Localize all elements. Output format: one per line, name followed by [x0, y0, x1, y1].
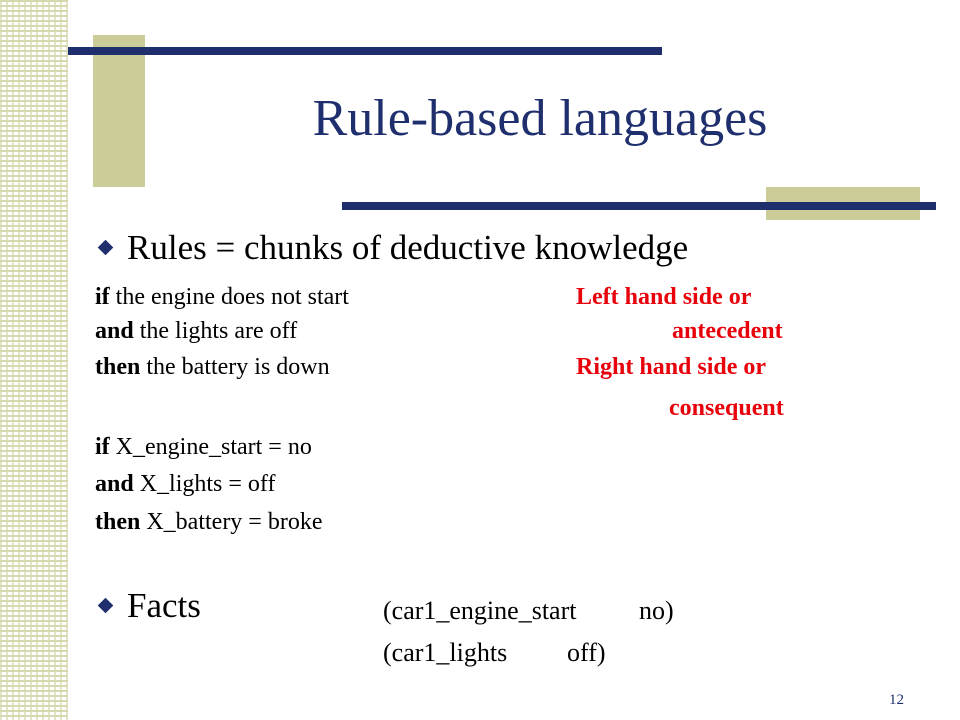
rule-text-line-2: and the lights are off — [95, 318, 297, 345]
annotation-rhs-line-1: Right hand side or — [576, 354, 767, 380]
bullet-rules: Rules = chunks of deductive knowledge — [97, 228, 689, 268]
bullet-facts: Facts — [97, 586, 201, 626]
tan-block-vertical — [93, 35, 145, 187]
fact-1-name: (car1_engine_start — [383, 596, 577, 625]
navy-bar-top — [68, 47, 662, 55]
rule-text-line-3-body: the battery is down — [140, 354, 330, 380]
rule-var-line-1-body: X_engine_start = no — [109, 434, 312, 460]
rule-var-line-2-body: X_lights = off — [133, 471, 276, 497]
rule-var-line-2: and X_lights = off — [95, 471, 275, 498]
page-number: 12 — [889, 692, 904, 708]
fact-2: (car1_lights off) — [383, 638, 606, 668]
keyword-and: and — [95, 318, 134, 344]
diamond-bullet-icon — [97, 239, 114, 256]
navy-bar-middle — [342, 202, 936, 210]
annotation-lhs-line-2: antecedent — [672, 318, 783, 344]
keyword-then: then — [95, 509, 141, 535]
keyword-if: if — [95, 434, 110, 460]
rule-text-line-2-body: the lights are off — [133, 318, 298, 344]
bullet-facts-text: Facts — [127, 586, 201, 625]
fact-2-value: off) — [567, 638, 606, 667]
slide-title: Rule-based languages — [312, 90, 768, 147]
fact-1-value: no) — [639, 596, 674, 625]
rule-text-line-1-body: the engine does not start — [109, 284, 349, 310]
keyword-if: if — [95, 284, 110, 310]
keyword-then: then — [95, 354, 141, 380]
annotation-lhs-line-1: Left hand side or — [576, 284, 752, 310]
rule-text-line-3: then the battery is down — [95, 354, 330, 381]
rule-text-line-1: if the engine does not start — [95, 284, 349, 311]
rule-var-line-1: if X_engine_start = no — [95, 434, 312, 461]
left-stripe-decoration — [0, 0, 68, 720]
rule-var-line-3: then X_battery = broke — [95, 509, 323, 536]
diamond-bullet-icon — [97, 597, 114, 614]
bullet-rules-text: Rules = chunks of deductive knowledge — [127, 228, 689, 267]
keyword-and: and — [95, 471, 134, 497]
fact-1: (car1_engine_start no) — [383, 596, 674, 626]
annotation-rhs-line-2: consequent — [669, 395, 784, 421]
rule-var-line-3-body: X_battery = broke — [140, 509, 323, 535]
fact-2-name: (car1_lights — [383, 638, 508, 667]
